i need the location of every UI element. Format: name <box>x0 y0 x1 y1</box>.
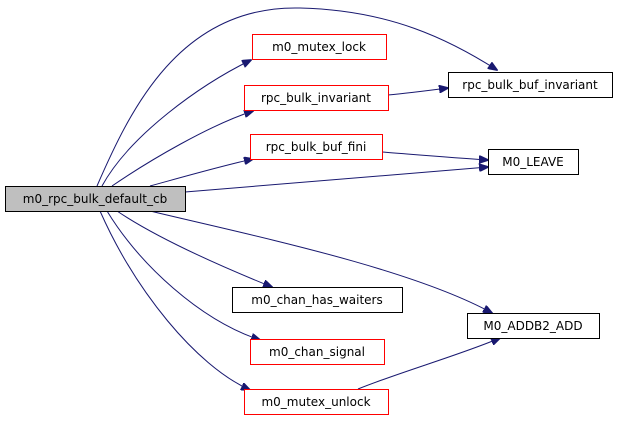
edge-root-to-rpc-bulk-buf-invariant <box>96 7 497 187</box>
node-label: M0_ADDB2_ADD <box>483 319 582 333</box>
node-m0-chan-has-waiters[interactable]: m0_chan_has_waiters <box>232 287 403 313</box>
edge-m0-mutex-unlock-to-m0-addb2-add <box>357 338 500 390</box>
node-m0-mutex-lock[interactable]: m0_mutex_lock <box>252 34 387 60</box>
node-rpc-bulk-buf-fini[interactable]: rpc_bulk_buf_fini <box>250 134 383 160</box>
node-label: m0_mutex_unlock <box>261 395 370 409</box>
node-label: m0_chan_signal <box>269 345 365 359</box>
node-m0-rpc-bulk-default-cb[interactable]: m0_rpc_bulk_default_cb <box>5 186 186 212</box>
node-label: m0_rpc_bulk_default_cb <box>23 192 167 206</box>
node-m0-leave[interactable]: M0_LEAVE <box>488 149 579 175</box>
edge-root-to-m0-chan-signal <box>106 210 260 340</box>
node-label: rpc_bulk_invariant <box>261 91 371 105</box>
node-label: rpc_bulk_buf_fini <box>266 140 367 154</box>
edge-rpc-bulk-buf-fini-to-m0-leave <box>381 151 488 160</box>
edge-root-to-m0-chan-has-waiters <box>116 210 272 287</box>
edge-root-to-m0-mutex-lock <box>101 60 251 187</box>
node-m0-addb2-add[interactable]: M0_ADDB2_ADD <box>467 313 600 339</box>
edge-root-to-rpc-bulk-buf-fini <box>149 159 253 187</box>
node-label: m0_mutex_lock <box>272 40 366 54</box>
node-label: rpc_bulk_buf_invariant <box>462 78 598 92</box>
edge-root-to-m0-mutex-unlock <box>99 210 250 390</box>
edge-root-to-m0-addb2-add <box>149 210 492 313</box>
node-rpc-bulk-buf-invariant[interactable]: rpc_bulk_buf_invariant <box>448 72 613 98</box>
node-rpc-bulk-invariant[interactable]: rpc_bulk_invariant <box>244 85 389 111</box>
node-m0-mutex-unlock[interactable]: m0_mutex_unlock <box>244 389 389 415</box>
node-label: m0_chan_has_waiters <box>251 293 382 307</box>
node-label: M0_LEAVE <box>502 155 564 169</box>
edge-root-to-m0-leave <box>184 167 488 193</box>
edge-rpc-bulk-invariant-to-buf-invariant <box>387 88 448 96</box>
edge-root-to-rpc-bulk-invariant <box>111 111 253 187</box>
node-m0-chan-signal[interactable]: m0_chan_signal <box>250 339 385 365</box>
